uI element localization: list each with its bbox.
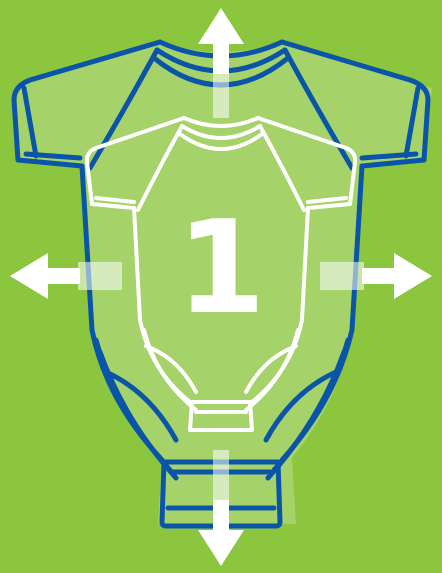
size-number: 1 [0, 205, 442, 333]
